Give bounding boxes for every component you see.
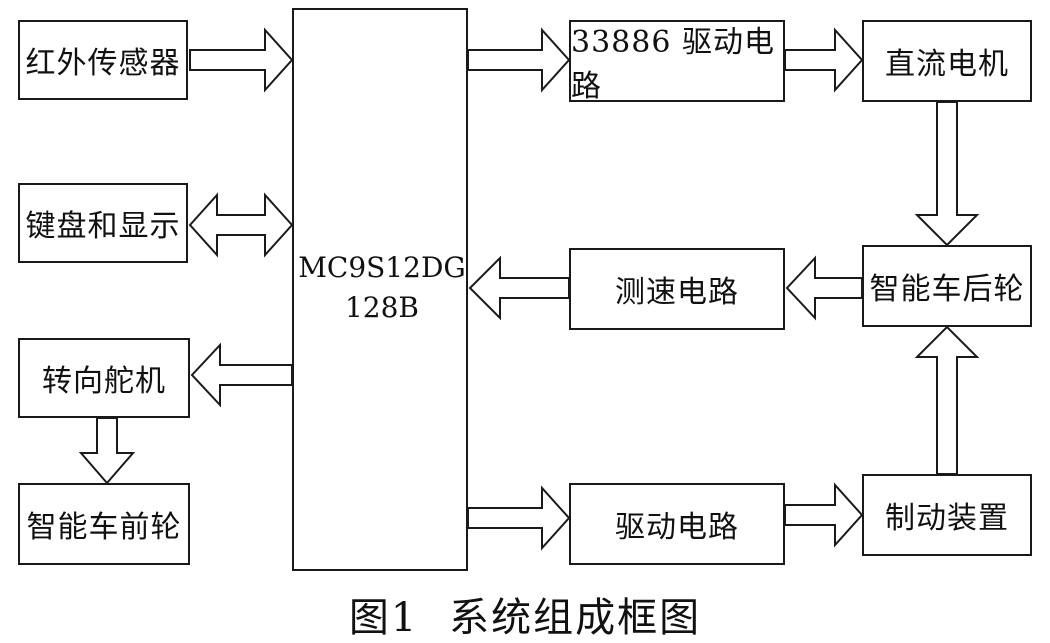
mcu-label-line1: MC9S12DG: [298, 251, 466, 284]
arrow-rear-wheel-to-speed-circuit: [785, 255, 863, 321]
front-wheel-label: 智能车前轮: [26, 510, 182, 545]
mcu-label-line2: 128B: [344, 291, 420, 324]
arrow-dc-motor-to-rear-wheel: [914, 101, 980, 247]
steering-servo-label: 转向舵机: [42, 364, 166, 399]
arrow-mcu-to-driver-33886: [467, 27, 571, 93]
arrow-speed-circuit-to-mcu: [468, 255, 570, 321]
driver-33886-block: 33886 驱动电路: [569, 20, 785, 104]
arrow-infrared-to-mcu: [189, 27, 294, 93]
infrared-sensor-label: 红外传感器: [25, 46, 181, 81]
dc-motor-label: 直流电机: [885, 47, 1009, 82]
driver-33886-label: 33886 驱动电路: [571, 25, 775, 104]
arrow-servo-to-front-wheel: [78, 417, 136, 485]
dc-motor-block: 直流电机: [862, 20, 1032, 102]
rear-wheel-label: 智能车后轮: [869, 272, 1025, 307]
arrow-brake-to-rear-wheel: [914, 325, 980, 475]
figure-title: 系统组成框图: [449, 595, 702, 641]
front-wheel-block: 智能车前轮: [18, 483, 190, 565]
rear-wheel-block: 智能车后轮: [862, 245, 1032, 327]
figure-number: 图1: [348, 595, 419, 641]
arrow-mcu-to-drive-circuit: [467, 485, 571, 551]
speed-circuit-label: 测速电路: [615, 275, 739, 310]
arrow-drive-circuit-to-brake: [784, 482, 864, 548]
drive-circuit-block: 驱动电路: [569, 483, 785, 565]
figure-caption: 图1 系统组成框图: [0, 585, 1050, 643]
mcu-block: [292, 8, 468, 571]
keyboard-display-block: 键盘和显示: [18, 183, 188, 263]
brake-label: 制动装置: [885, 501, 1009, 536]
mcu-label: MC9S12DG 128B: [296, 248, 468, 328]
keyboard-display-label: 键盘和显示: [25, 209, 181, 244]
arrow-keyboard-mcu-bidirectional: [188, 192, 294, 258]
arrow-driver-33886-to-dc-motor: [784, 27, 864, 93]
speed-circuit-block: 测速电路: [569, 248, 785, 330]
drive-circuit-label: 驱动电路: [615, 510, 739, 545]
infrared-sensor-block: 红外传感器: [18, 20, 188, 100]
arrow-mcu-to-servo: [190, 342, 293, 408]
steering-servo-block: 转向舵机: [18, 338, 190, 418]
